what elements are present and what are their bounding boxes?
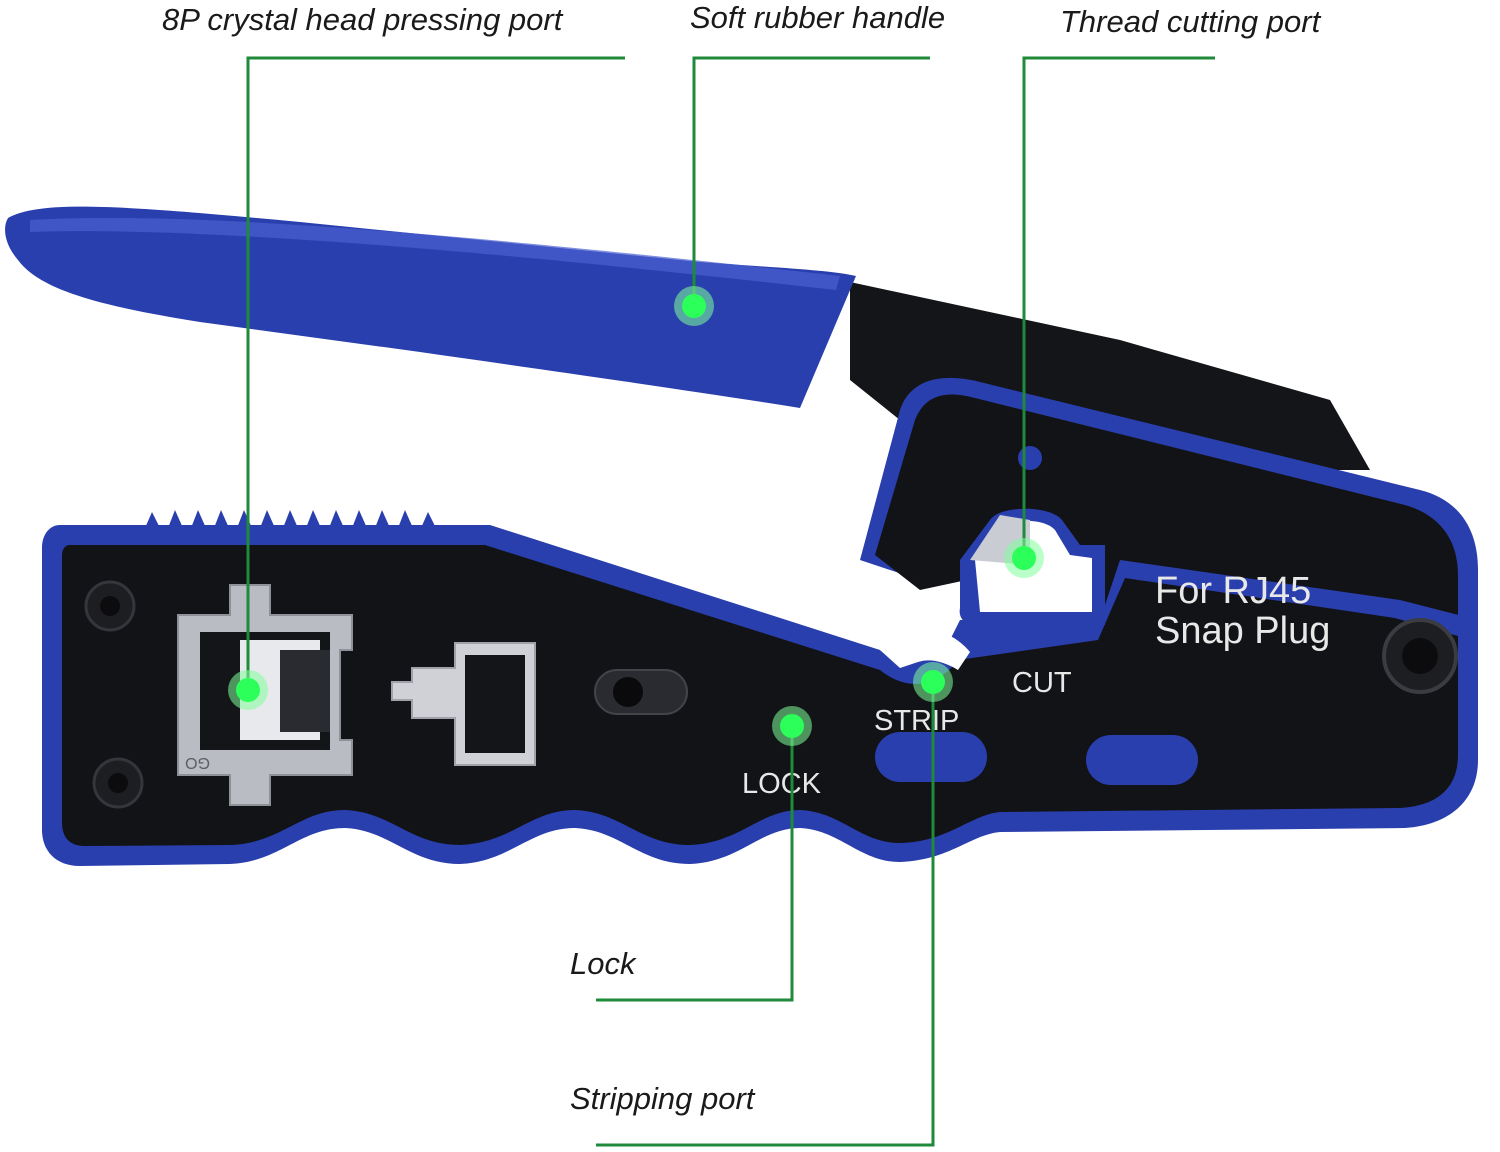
- imprint-strip: STRIP: [874, 705, 959, 737]
- screw-icon: [92, 757, 144, 809]
- callout-rubber-handle: Soft rubber handle: [690, 0, 945, 35]
- marker-lock: [780, 714, 804, 738]
- imprint-lock: LOCK: [742, 768, 822, 800]
- strip-notch: [880, 630, 970, 670]
- marker-thread-cutting: [1012, 546, 1036, 570]
- leader-lock: [596, 726, 794, 1002]
- lower-body: GO For RJ45 Snap Plug CUT STRIP LOCK: [42, 508, 1478, 866]
- marker-dots: [228, 286, 1044, 746]
- imprint-for-rj45: For RJ45: [1155, 570, 1311, 612]
- callout-stripping-port: Stripping port: [570, 1081, 756, 1116]
- pivot-screw-icon: [1382, 618, 1458, 694]
- leader-stripping: [596, 682, 935, 1147]
- callout-lock: Lock: [570, 946, 637, 981]
- imprint-cut: CUT: [1012, 667, 1072, 699]
- leader-crystal-head: [246, 56, 625, 690]
- leader-thread-cutting: [1022, 56, 1215, 558]
- leader-rubber-handle: [692, 56, 930, 306]
- imprint-snap-plug: Snap Plug: [1155, 610, 1330, 652]
- callout-thread-cutting-port: Thread cutting port: [1060, 4, 1322, 39]
- cut-pad: [1086, 735, 1198, 785]
- rj45-port-icon: [391, 642, 536, 766]
- marker-rubber-handle: [682, 294, 706, 318]
- screw-icon: [84, 580, 136, 632]
- pivot-hole: [1018, 446, 1042, 470]
- grip-teeth: [145, 510, 436, 528]
- marker-stripping: [921, 670, 945, 694]
- rubber-grip-highlight: [30, 217, 840, 290]
- crimp-die-icon: GO: [177, 584, 353, 806]
- leader-lines: [246, 56, 1215, 1147]
- lock-slider[interactable]: [594, 669, 688, 715]
- die-mark: GO: [185, 754, 210, 771]
- marker-crystal-head: [236, 678, 260, 702]
- callout-crystal-head-port: 8P crystal head pressing port: [162, 2, 564, 37]
- strip-pad: [875, 732, 987, 782]
